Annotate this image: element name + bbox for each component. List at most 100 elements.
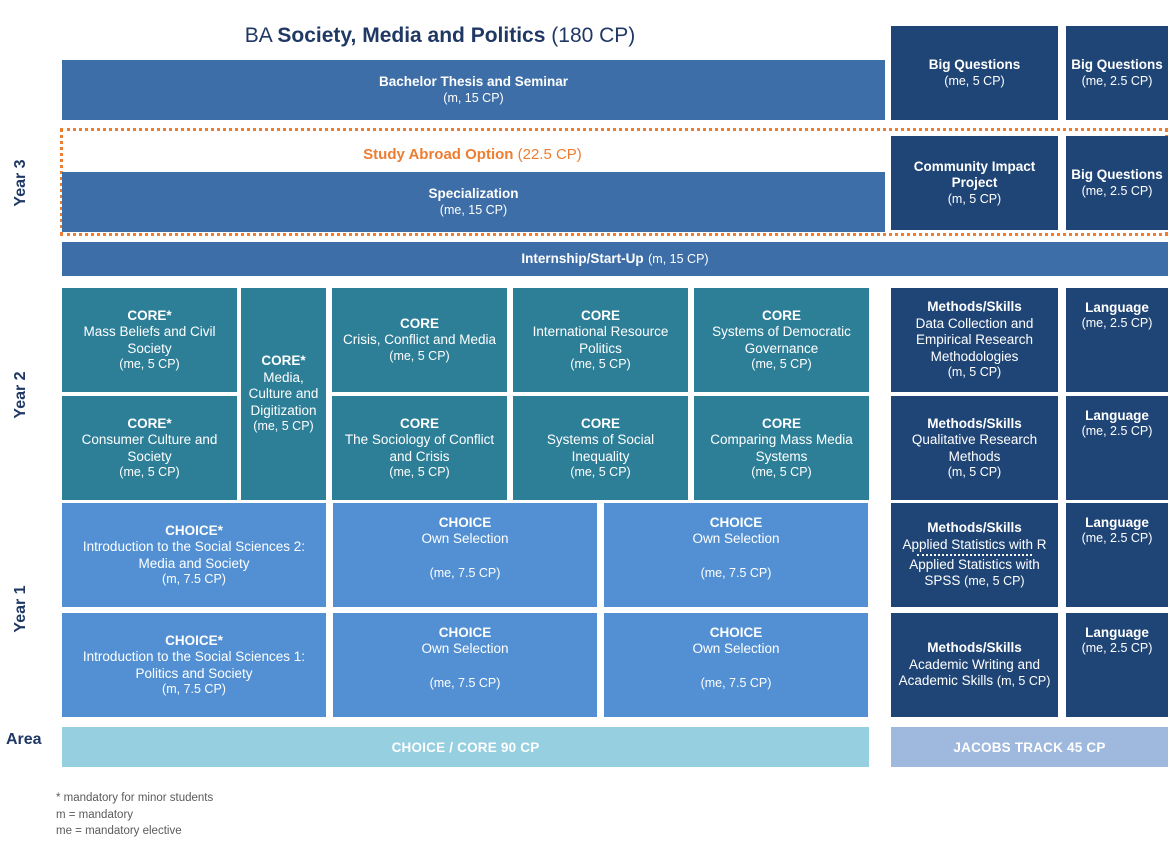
module-language-year1-top[interactable]: Language (me, 2.5 CP) <box>1066 503 1168 607</box>
module-credits: (me, 5 CP) <box>389 465 450 480</box>
module-big-questions-25cp-top[interactable]: Big Questions (me, 2.5 CP) <box>1066 26 1168 120</box>
module-line: Internship/Start-Up (m, 15 CP) <box>521 249 708 269</box>
module-credits: (me, 5 CP) <box>119 465 180 480</box>
module-name: Consumer Culture and Society <box>81 432 218 464</box>
module-credits: (m, 5 CP) <box>996 674 1051 689</box>
module-choice-intro-social-sciences-1[interactable]: CHOICE* Introduction to the Social Scien… <box>62 613 326 717</box>
module-tag: CHOICE <box>438 625 492 640</box>
module-specialization[interactable]: Specialization (me, 15 CP) <box>62 172 885 232</box>
module-credits: (me, 15 CP) <box>439 202 508 217</box>
module-name: Systems of Democratic Governance <box>712 324 851 356</box>
module-big-questions-25cp-bottom[interactable]: Big Questions (me, 2.5 CP) <box>1066 136 1168 230</box>
module-language-year1-bottom[interactable]: Language (me, 2.5 CP) <box>1066 613 1168 717</box>
module-name: Own Selection <box>692 531 780 547</box>
module-choice-own-selection-1a[interactable]: CHOICE Own Selection (me, 7.5 CP) <box>333 613 597 717</box>
module-big-questions-5cp[interactable]: Big Questions (me, 5 CP) <box>891 26 1058 120</box>
module-core-systems-democratic-governance[interactable]: CORE Systems of Democratic Governance (m… <box>694 288 869 392</box>
module-core-sociology-conflict-crisis[interactable]: CORE The Sociology of Conflict and Crisi… <box>332 396 507 500</box>
module-methods-applied-statistics[interactable]: Methods/Skills Applied Statistics with R… <box>891 503 1058 607</box>
module-credits: (me, 5 CP) <box>751 357 812 372</box>
module-tag: CORE* <box>127 415 172 431</box>
module-credits: (me, 5 CP) <box>751 465 812 480</box>
study-abroad-title: Study Abroad Option <box>363 146 514 163</box>
title-degree: BA <box>244 24 272 47</box>
module-methods-qualitative-research[interactable]: Methods/Skills Qualitative Research Meth… <box>891 396 1058 500</box>
module-core-comparing-mass-media-systems[interactable]: CORE Comparing Mass Media Systems (me, 5… <box>694 396 869 500</box>
module-title: Community Impact Project <box>913 158 1036 191</box>
study-abroad-credits: (22.5 CP) <box>517 146 582 163</box>
module-core-mass-beliefs[interactable]: CORE* Mass Beliefs and Civil Society (me… <box>62 288 237 392</box>
module-tag: CHOICE* <box>165 522 223 538</box>
module-name: Introduction to the Social Sciences 2: M… <box>82 539 306 571</box>
module-language-year2-top[interactable]: Language (me, 2.5 CP) <box>1066 288 1168 392</box>
module-credits: (me, 7.5 CP) <box>700 675 772 690</box>
module-core-consumer-culture[interactable]: CORE* Consumer Culture and Society (me, … <box>62 396 237 500</box>
module-credits: (m, 5 CP) <box>947 465 1002 480</box>
module-tag: CORE* <box>127 307 172 323</box>
legend-item-mandatory-elective: me = mandatory elective <box>56 825 182 838</box>
module-credits: (me, 5 CP) <box>944 73 1005 88</box>
module-title: Internship/Start-Up <box>521 251 644 267</box>
module-title: Big Questions <box>1071 57 1163 73</box>
year-label-year3: Year 3 <box>12 159 29 207</box>
module-title: Specialization <box>428 186 519 202</box>
area-bar-choice-core[interactable]: CHOICE / CORE 90 CP <box>62 727 869 767</box>
module-name: Data Collection and Empirical Research M… <box>915 315 1034 364</box>
title-credits: (180 CP) <box>551 24 636 47</box>
module-name: Academic Writing and Academic Skills (m,… <box>895 657 1054 690</box>
module-credits: (m, 15 CP) <box>648 252 709 267</box>
module-credits: (me, 7.5 CP) <box>429 565 501 580</box>
year-label-year1: Year 1 <box>12 585 29 633</box>
area-bar-jacobs-track[interactable]: JACOBS TRACK 45 CP <box>891 727 1168 767</box>
or-divider <box>917 554 1032 556</box>
module-tag: CORE <box>580 307 620 323</box>
module-choice-own-selection-2b[interactable]: CHOICE Own Selection (me, 7.5 CP) <box>604 503 868 607</box>
module-tag: CHOICE* <box>165 632 223 648</box>
module-credits: (me, 2.5 CP) <box>1081 73 1153 88</box>
module-name-spss-text: Applied Statistics with SPSS <box>909 557 1040 589</box>
module-name-r: Applied Statistics with R <box>902 536 1047 552</box>
module-name: Media, Culture and Digitization <box>248 369 319 418</box>
study-abroad-option-label: Study Abroad Option (22.5 CP) <box>60 146 885 163</box>
module-core-crisis-conflict-media[interactable]: CORE Crisis, Conflict and Media (me, 5 C… <box>332 288 507 392</box>
module-name: Mass Beliefs and Civil Society <box>83 324 216 356</box>
module-credits: (me, 2.5 CP) <box>1081 316 1153 331</box>
module-core-international-resource-politics[interactable]: CORE International Resource Politics (me… <box>513 288 688 392</box>
module-methods-academic-writing[interactable]: Methods/Skills Academic Writing and Acad… <box>891 613 1058 717</box>
module-internship-startup[interactable]: Internship/Start-Up (m, 15 CP) <box>62 242 1168 276</box>
module-tag: Language <box>1085 408 1149 423</box>
module-tag: Methods/Skills <box>927 640 1022 656</box>
module-tag: CORE <box>399 315 439 331</box>
module-core-systems-social-inequality[interactable]: CORE Systems of Social Inequality (me, 5… <box>513 396 688 500</box>
module-community-impact-project[interactable]: Community Impact Project (m, 5 CP) <box>891 136 1058 230</box>
module-choice-own-selection-1b[interactable]: CHOICE Own Selection (me, 7.5 CP) <box>604 613 868 717</box>
module-credits: (m, 15 CP) <box>443 90 504 105</box>
module-credits: (me, 7.5 CP) <box>700 565 772 580</box>
module-name: International Resource Politics <box>532 324 669 356</box>
module-methods-data-collection[interactable]: Methods/Skills Data Collection and Empir… <box>891 288 1058 392</box>
module-credits: (me, 5 CP) <box>253 419 314 434</box>
module-tag: Language <box>1085 300 1149 315</box>
module-credits: (me, 2.5 CP) <box>1081 424 1153 439</box>
module-core-media-culture-digitization[interactable]: CORE* Media, Culture and Digitization (m… <box>241 288 326 500</box>
year-label-year2: Year 2 <box>12 371 29 419</box>
module-bachelor-thesis[interactable]: Bachelor Thesis and Seminar (m, 15 CP) <box>62 60 885 120</box>
legend-item-minor: * mandatory for minor students <box>56 792 214 804</box>
module-language-year2-bottom[interactable]: Language (me, 2.5 CP) <box>1066 396 1168 500</box>
module-tag: CHOICE <box>709 625 763 640</box>
module-name-text: Academic Writing and Academic Skills <box>898 656 1041 689</box>
module-tag: CORE <box>761 307 801 323</box>
module-choice-own-selection-2a[interactable]: CHOICE Own Selection (me, 7.5 CP) <box>333 503 597 607</box>
module-tag: CHOICE <box>709 515 763 530</box>
module-title: Bachelor Thesis and Seminar <box>378 74 569 90</box>
module-name-spss: Applied Statistics with SPSS (me, 5 CP) <box>895 557 1054 590</box>
module-name: Qualitative Research Methods <box>911 432 1038 464</box>
module-name: Crisis, Conflict and Media <box>342 332 497 348</box>
module-credits: (me, 5 CP) <box>119 357 180 372</box>
module-name: Own Selection <box>421 641 509 657</box>
title-program: Society, Media and Politics <box>277 24 546 47</box>
module-tag: Language <box>1085 625 1149 640</box>
module-choice-intro-social-sciences-2[interactable]: CHOICE* Introduction to the Social Scien… <box>62 503 326 607</box>
module-credits: (m, 5 CP) <box>947 365 1002 380</box>
module-title: Big Questions <box>1071 167 1163 183</box>
